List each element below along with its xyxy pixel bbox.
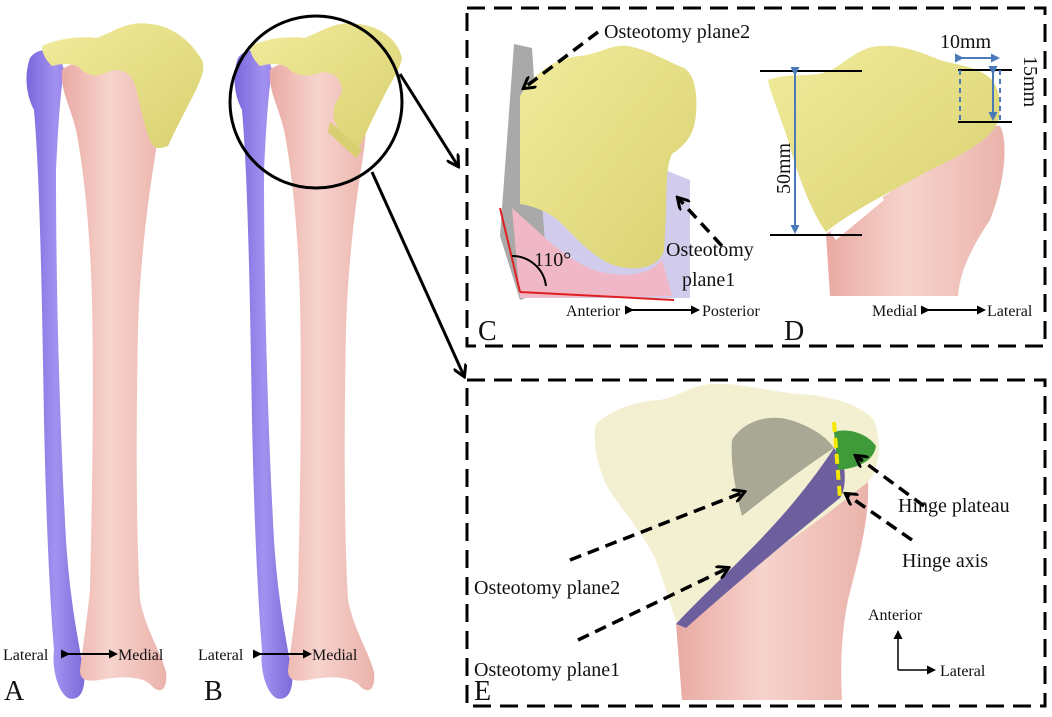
panel-c: 110° Osteotomy plane2 Osteotomy plane1 C… — [478, 21, 760, 347]
panel-d-letter: D — [784, 316, 804, 347]
e-plane1-pointer — [577, 568, 728, 642]
panel-c-letter: C — [478, 316, 497, 347]
plateau-block-c — [520, 45, 697, 269]
panel-e-plane2-label: Osteotomy plane2 — [474, 577, 620, 599]
panel-b-lateral-label: Lateral — [198, 647, 244, 664]
e-hinge-plateau-pointer — [856, 456, 926, 508]
panel-e-anterior-label: Anterior — [868, 607, 923, 624]
angle-line-base — [519, 291, 675, 301]
panel-cd-frame — [465, 6, 1047, 348]
panel-e-frame — [465, 378, 1047, 708]
fibula-a — [26, 50, 85, 699]
panel-e-hinge-axis-label: Hinge axis — [902, 550, 988, 572]
panel-d-width-label: 10mm — [940, 31, 992, 53]
angle-label: 110° — [534, 249, 571, 271]
plateau-wedge-d — [768, 45, 1000, 232]
hinge-axis-e — [832, 421, 842, 499]
plateau-b — [250, 23, 402, 147]
panel-c-anterior-label: Anterior — [566, 303, 621, 320]
panel-a-letter: A — [4, 676, 25, 707]
panel-b-letter: B — [204, 676, 223, 707]
tibia-base-c — [512, 208, 672, 298]
panel-e-hinge-plateau-label: Hinge plateau — [898, 495, 1010, 517]
panel-e: Osteotomy plane2 Osteotomy plane1 Hinge … — [474, 383, 1010, 707]
panel-c-plane1-label-line2: plane1 — [682, 269, 735, 291]
panel-d-medial-label: Medial — [872, 303, 918, 320]
panel-d: 50mm 10mm 15mm D Medial Lateral — [760, 31, 1041, 347]
panel-b-medial-label: Medial — [312, 647, 358, 664]
tibia-b — [269, 62, 375, 691]
panel-a-lateral-label: Lateral — [3, 647, 49, 664]
connector-arrow-top — [398, 73, 458, 166]
angle-line-vertical — [499, 207, 521, 293]
panel-c-posterior-label: Posterior — [702, 303, 760, 320]
panel-c-plane2-label: Osteotomy plane2 — [604, 21, 750, 43]
panel-a-medial-label: Medial — [118, 647, 164, 664]
panel-d-lateral-label: Lateral — [987, 303, 1033, 320]
angle-arc — [511, 254, 547, 287]
fibula-b — [234, 50, 293, 699]
tibia-e — [676, 480, 869, 700]
panel-e-plane1-label: Osteotomy plane1 — [474, 659, 620, 681]
panel-e-letter: E — [474, 676, 491, 707]
plane1-pointer-arrow — [678, 198, 724, 248]
panel-b: B Lateral Medial — [198, 14, 404, 707]
plateau-a — [42, 23, 204, 148]
zoom-circle — [228, 14, 404, 190]
e-plane2-pointer — [569, 492, 744, 562]
osteotomy-plane2-e — [731, 417, 834, 516]
osteotomy-plane1-e — [676, 448, 845, 628]
tibia-d — [826, 125, 1005, 296]
panel-a: A Lateral Medial — [3, 23, 204, 707]
connector-arrow-bottom — [370, 171, 464, 376]
e-hinge-axis-pointer — [846, 494, 914, 542]
panel-d-depth-label: 15mm — [1019, 56, 1041, 108]
panel-d-height-label: 50mm — [773, 142, 795, 194]
panel-c-plane1-label-line1: Osteotomy — [666, 239, 754, 261]
plane2-pointer-arrow — [524, 30, 600, 88]
tibia-a — [61, 62, 167, 691]
osteotomy-cut-b — [328, 122, 362, 158]
panel-e-lateral-label: Lateral — [940, 663, 986, 680]
